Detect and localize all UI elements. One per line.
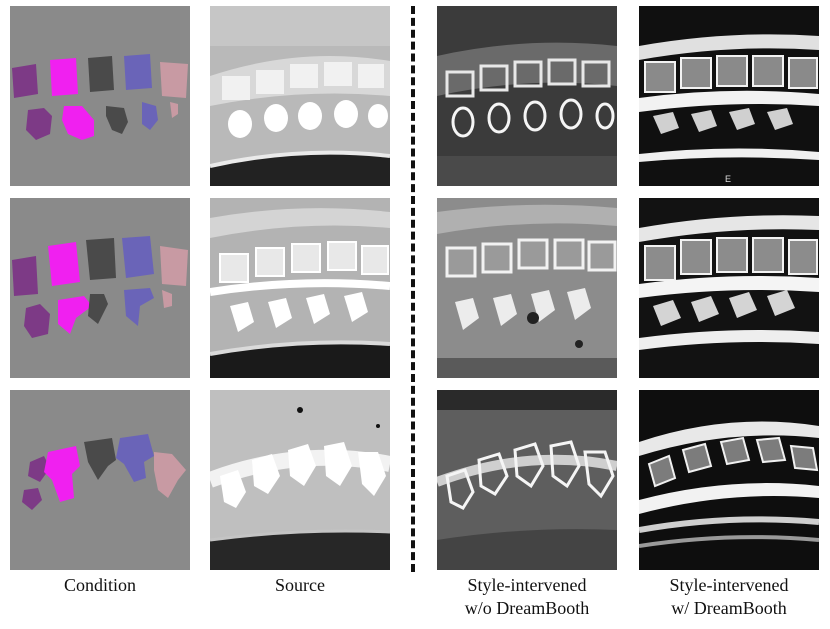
caption-style-w-line1: Style-intervened: [669, 575, 789, 595]
style-wo-dreambooth-panel-row1: [437, 6, 617, 186]
source-ct-panel-row2: [210, 198, 390, 378]
style-w-dreambooth-panel-row1: E: [639, 6, 819, 186]
caption-style-w-line2: w/ DreamBooth: [671, 598, 787, 618]
caption-source-line1: Source: [275, 575, 325, 595]
condition-panel-row2: [10, 198, 190, 378]
caption-source: Source: [200, 574, 400, 597]
style-wo-dreambooth-panel-row2: [437, 198, 617, 378]
condition-panel-row1: [10, 6, 190, 186]
caption-condition: Condition: [0, 574, 200, 597]
dashed-divider: [411, 6, 415, 572]
condition-panel-row3: [10, 390, 190, 570]
style-w-dreambooth-panel-row3: [639, 390, 819, 570]
caption-style-wo-line1: Style-intervened: [467, 575, 587, 595]
mri-marker-label: E: [725, 174, 731, 184]
caption-condition-line1: Condition: [63, 575, 136, 595]
caption-style-wo-line2: w/o DreamBooth: [464, 598, 590, 618]
style-w-dreambooth-panel-row2: [639, 198, 819, 378]
style-wo-dreambooth-panel-row3: [437, 390, 617, 570]
source-ct-panel-row3: [210, 390, 390, 570]
source-ct-panel-row1: [210, 6, 390, 186]
caption-style-wo-dreambooth: Style-intervened w/o DreamBooth: [427, 574, 627, 620]
caption-style-w-dreambooth: Style-intervened w/ DreamBooth: [629, 574, 829, 620]
